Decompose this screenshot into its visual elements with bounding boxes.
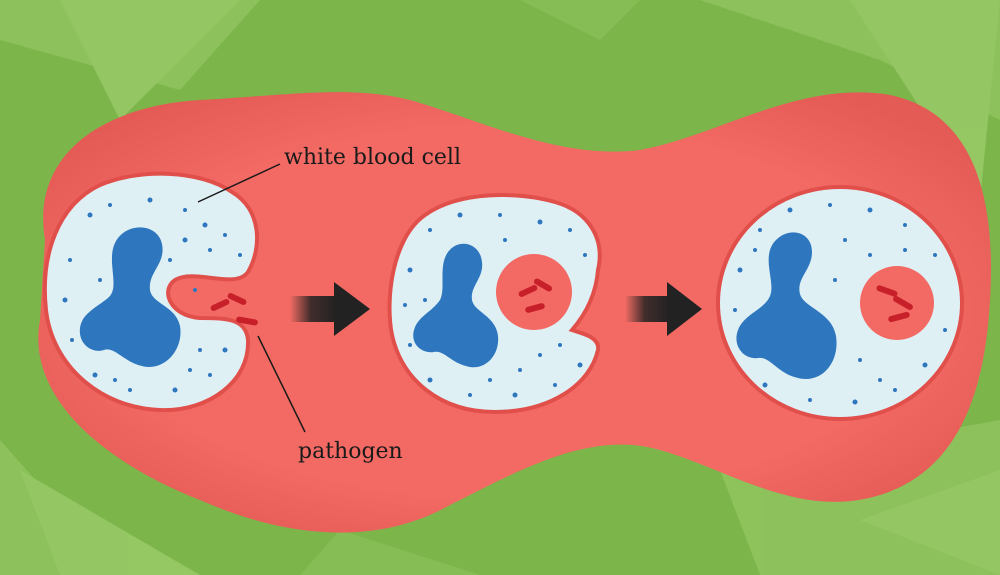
arrow-1	[290, 282, 370, 336]
stage-2-cell	[387, 193, 602, 415]
white-blood-cell-membrane	[42, 171, 259, 413]
stage-1-cell	[42, 171, 259, 413]
granules	[403, 212, 587, 398]
pathogen-group	[210, 293, 258, 326]
white-blood-cell-membrane	[387, 193, 602, 415]
arrow-2	[625, 282, 702, 336]
phagosome-forming	[496, 254, 572, 330]
nucleus	[736, 232, 837, 379]
pathogen-group	[518, 278, 553, 313]
stage-3-cell	[716, 185, 964, 421]
granules	[733, 203, 947, 405]
white-blood-cell-label: white blood cell	[284, 145, 461, 170]
granules	[62, 197, 242, 393]
pathogen-label: pathogen	[298, 439, 403, 464]
pathogen-pointer	[257, 335, 306, 433]
pathogen-group	[876, 285, 913, 323]
nucleus	[413, 243, 499, 368]
nucleus	[79, 227, 181, 367]
white-blood-cell-pointer	[197, 163, 281, 203]
